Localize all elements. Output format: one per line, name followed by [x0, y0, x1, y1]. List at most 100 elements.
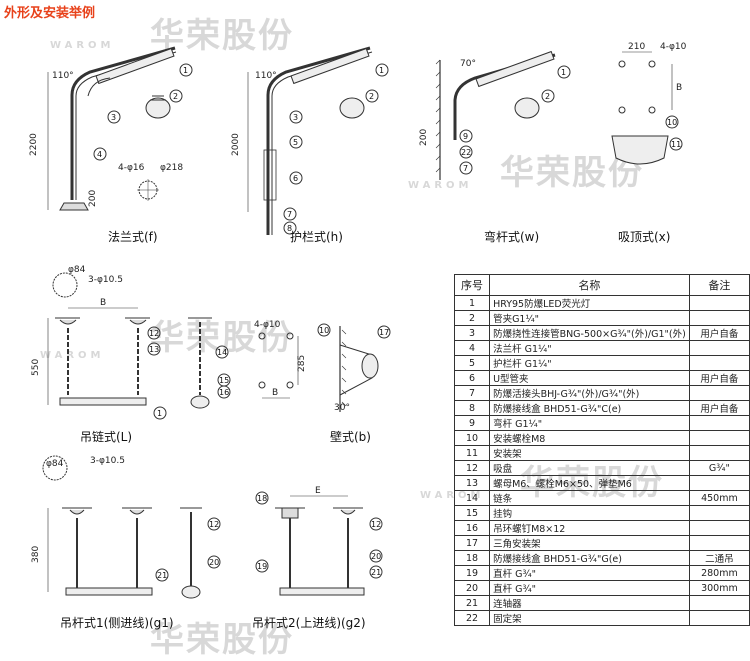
row-number: 10 [453, 430, 491, 446]
part-name: 螺母M6、螺栓M6×50、弹垫M6 [489, 475, 690, 491]
svg-text:1: 1 [183, 66, 188, 75]
part-note [688, 430, 750, 446]
part-note [688, 415, 750, 431]
flange-mount-figure: 2200 110° 200 4-φ16 φ218 1 2 3 4 [29, 46, 193, 211]
flange-angle: 110° [52, 71, 74, 81]
part-note [688, 340, 750, 356]
part-name: 防爆接线盒 BHD51-G¾"C(e) [489, 400, 690, 416]
part-name: 链条 [489, 490, 690, 506]
part-note [688, 505, 750, 521]
svg-text:11: 11 [671, 140, 681, 149]
flange-height: 2200 [29, 133, 39, 156]
col-header-note: 备注 [688, 274, 750, 296]
part-name: 挂钩 [489, 505, 690, 521]
svg-text:17: 17 [379, 328, 389, 337]
chain-mount-figure: φ84 3-φ10.5 B 550 12 13 14 15 16 1 [31, 265, 231, 420]
svg-text:12: 12 [371, 520, 381, 529]
ceiling-b: B [676, 83, 682, 93]
wall-b: B [272, 388, 278, 398]
pole1-diameter: φ84 [46, 459, 64, 469]
wall-angle: 30° [334, 403, 350, 413]
flange-diameter: φ218 [160, 163, 183, 173]
part-note [688, 385, 750, 401]
pole2-e: E [315, 486, 321, 496]
part-note: 用户自备 [688, 400, 750, 416]
chain-holes: 3-φ10.5 [88, 275, 123, 285]
svg-text:5: 5 [293, 138, 298, 147]
part-note: G¾" [688, 460, 750, 476]
row-number: 5 [453, 355, 491, 371]
svg-text:21: 21 [157, 571, 167, 580]
svg-text:7: 7 [287, 210, 292, 219]
ceiling-holes: 4-φ10 [660, 42, 687, 52]
svg-text:18: 18 [257, 494, 267, 503]
guardrail-mount-figure: 2000 110° 1 2 3 5 6 7 8 [231, 46, 389, 235]
ceiling-mount-figure: 210 4-φ10 B 10 11 [611, 42, 687, 165]
row-number: 21 [453, 595, 491, 611]
part-note: 二通吊 [688, 550, 750, 566]
part-name: 吸盘 [489, 460, 690, 476]
table-header-row: 序号 名称 备注 [453, 274, 750, 296]
svg-text:2: 2 [173, 92, 178, 101]
bent-height: 200 [419, 129, 429, 146]
part-name: 防爆挠性连接管BNG-500×G¾"(外)/G1"(外) [489, 325, 690, 341]
svg-text:20: 20 [209, 558, 219, 567]
part-note [688, 520, 750, 536]
row-number: 7 [453, 385, 491, 401]
part-name: HRY95防爆LED荧光灯 [489, 295, 690, 311]
pendant-pole-top-figure: E 18 19 12 20 21 [255, 486, 383, 596]
part-note [688, 610, 750, 626]
svg-text:21: 21 [371, 568, 381, 577]
guardrail-label: 护栏式(h) [290, 230, 343, 244]
watermark-text: 华荣股份 [500, 153, 644, 193]
bent-label: 弯杆式(w) [484, 230, 540, 244]
svg-text:6: 6 [293, 174, 298, 183]
row-number: 15 [453, 505, 491, 521]
part-name: 直杆 G¾" [489, 565, 690, 581]
part-note [688, 295, 750, 311]
svg-text:12: 12 [209, 520, 219, 529]
svg-text:2: 2 [369, 92, 374, 101]
part-note [688, 475, 750, 491]
bent-angle: 70° [460, 59, 476, 69]
watermark-text: 华荣股份 [150, 318, 294, 358]
part-note: 用户自备 [688, 370, 750, 386]
row-number: 20 [453, 580, 491, 596]
svg-text:7: 7 [463, 164, 468, 173]
part-note: 450mm [688, 490, 750, 506]
row-number: 11 [453, 445, 491, 461]
chain-label: 吊链式(L) [80, 430, 133, 444]
part-name: 吊环螺钉M8×12 [489, 520, 690, 536]
svg-text:20: 20 [371, 552, 381, 561]
wall-height: 285 [297, 355, 307, 372]
row-number: 13 [453, 475, 491, 491]
row-number: 17 [453, 535, 491, 551]
wall-mount-figure: 4-φ10 285 B 30° 10 17 [254, 320, 391, 413]
part-note [688, 355, 750, 371]
page-title: 外形及安装举例 [4, 6, 96, 21]
flange-base: 200 [88, 190, 98, 207]
part-name: 弯杆 G1¼" [489, 415, 690, 431]
svg-text:13: 13 [149, 345, 159, 354]
row-number: 4 [453, 340, 491, 356]
part-name: 固定架 [489, 610, 690, 626]
bent-pole-figure: 70° 200 1 2 9 22 7 [419, 50, 571, 180]
row-number: 8 [453, 400, 491, 416]
chain-diameter: φ84 [68, 265, 86, 275]
